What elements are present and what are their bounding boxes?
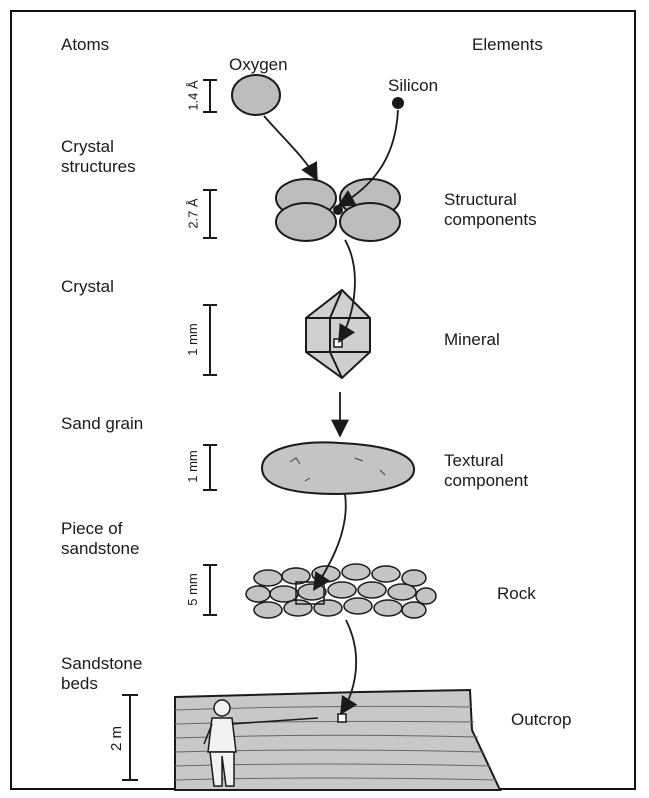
scale-label-2: 2.7 Å xyxy=(186,198,201,228)
scale-label-1: 1.4 Å xyxy=(186,80,201,110)
quartz-crystal xyxy=(306,290,370,378)
oxygen-label: Oxygen xyxy=(229,55,288,75)
label-crystal: Crystal xyxy=(61,277,114,297)
header-elements: Elements xyxy=(472,35,543,55)
silicon-label: Silicon xyxy=(388,76,438,96)
sand-grain xyxy=(262,442,414,494)
scale-label-5: 5 mm xyxy=(185,573,200,606)
label-sand-grain: Sand grain xyxy=(61,414,143,434)
label-piece-of-sandstone: Piece of sandstone xyxy=(61,519,139,559)
scale-label-4: 1 mm xyxy=(185,450,200,483)
crystal-structure xyxy=(276,179,400,241)
label-textural-component: Textural component xyxy=(444,451,528,491)
outcrop xyxy=(175,690,500,790)
label-sandstone-beds: Sandstone beds xyxy=(61,654,142,694)
scale-label-3: 1 mm xyxy=(185,323,200,356)
scale-bar-2 xyxy=(203,190,217,238)
oxygen-atom xyxy=(232,75,280,115)
sandstone-piece xyxy=(246,564,436,618)
silicon-atom xyxy=(392,97,404,109)
scale-bar-1 xyxy=(203,80,217,112)
scale-bar-5 xyxy=(203,565,217,615)
scale-bar-3 xyxy=(203,305,217,375)
label-rock: Rock xyxy=(497,584,536,604)
arrow-oxygen-to-structure xyxy=(264,116,316,178)
scale-bar-4 xyxy=(203,445,217,490)
label-outcrop: Outcrop xyxy=(511,710,571,730)
label-structural-components: Structural components xyxy=(444,190,537,230)
scale-label-6: 2 m xyxy=(108,726,125,751)
label-mineral: Mineral xyxy=(444,330,500,350)
label-crystal-structures: Crystal structures xyxy=(61,137,136,177)
header-atoms: Atoms xyxy=(61,35,109,55)
